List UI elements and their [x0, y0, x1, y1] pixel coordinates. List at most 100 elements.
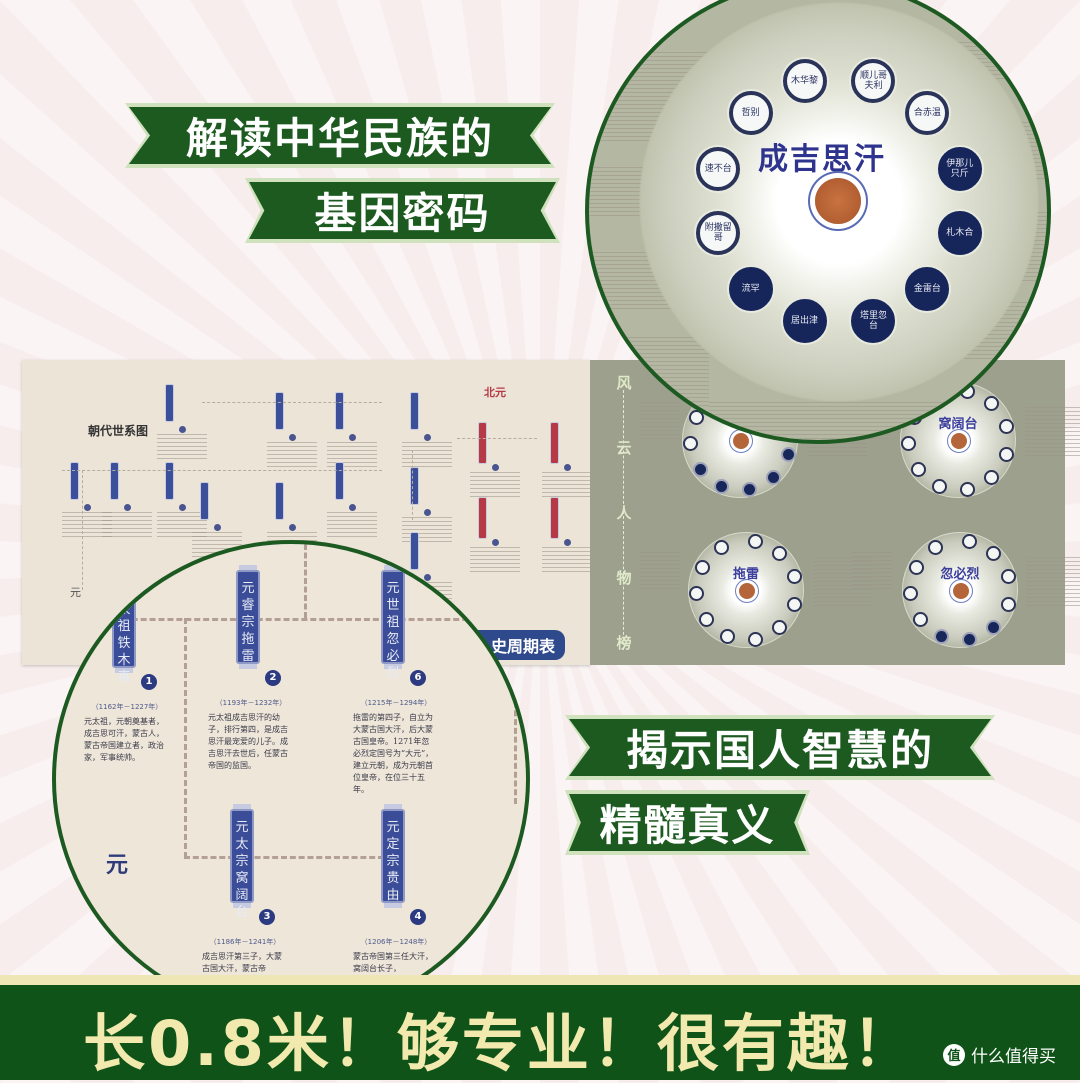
ruler-number-dot — [214, 524, 221, 531]
figure-node — [986, 620, 1002, 636]
ruler-tab — [275, 392, 284, 430]
ruler-tab — [335, 392, 344, 430]
ruler-description — [327, 512, 377, 538]
lineage-connector — [412, 450, 413, 520]
ruler-number-dot — [349, 504, 356, 511]
ring-figure-node: 哲别 — [728, 90, 773, 135]
ruler-description — [542, 547, 592, 573]
figure-node — [903, 586, 919, 602]
figure-node — [1001, 569, 1017, 585]
ring-figure-node: 合赤温 — [905, 90, 950, 135]
figure-node — [714, 539, 729, 555]
ruler-tab — [275, 482, 284, 520]
ruler-number-dot — [424, 509, 431, 516]
ring-figure-node: 附撒留哥 — [696, 211, 741, 256]
ruler-description — [402, 442, 452, 468]
ruler-tab — [410, 467, 419, 505]
ruler-description — [470, 472, 520, 498]
wheel-figure-name: 忽必烈 — [940, 567, 980, 582]
headline-text: 精髓真义 — [569, 794, 806, 851]
ruler-years: （1186年－1241年） — [209, 938, 281, 946]
headline-ribbon-4: 精髓真义 — [565, 790, 810, 855]
ruler-title-tab: 元睿宗拖雷 — [236, 570, 260, 664]
ruler-number-dot — [124, 504, 131, 511]
yuan-dynasty-label: 元 — [106, 853, 129, 878]
figure-node — [934, 629, 950, 645]
lineage-connector — [62, 470, 382, 471]
yuan-label: 元 — [70, 586, 81, 599]
ruler-tab — [478, 422, 487, 464]
vertical-title-char: 物 — [616, 569, 632, 587]
wheel-figure-name: 拖雷 — [732, 567, 759, 582]
dashed-connector — [96, 618, 486, 621]
ruler-number-badge: 2 — [265, 670, 281, 686]
zhi-logo-icon: 值 — [943, 1043, 965, 1066]
ruler-tab — [165, 384, 174, 422]
ruler-number-dot — [424, 434, 431, 441]
history-periodic-table-badge: 史周期表 — [477, 630, 566, 660]
figure-node — [747, 632, 763, 648]
figure-node — [692, 462, 708, 478]
figure-node — [912, 612, 928, 628]
ruler-tab — [550, 497, 559, 539]
figure-wheel: 拖雷 — [688, 532, 804, 648]
headline-ribbon-1: 解读中华民族的 — [125, 103, 555, 168]
ruler-years: （1162年－1227年） — [91, 703, 163, 711]
figure-node — [714, 479, 730, 495]
ruler-number-dot — [179, 426, 186, 433]
ruler-number-dot — [564, 464, 571, 471]
ring-figure-node: 速不台 — [696, 146, 741, 191]
headline-ribbon-3: 揭示国人智慧的 — [565, 715, 995, 780]
ruler-description: 元太祖成吉思汗的幼子，排行第四，是成吉思汗最宠爱的儿子。成吉思汗去世后，任蒙古帝… — [208, 713, 288, 770]
ruler-description: 成吉思汗第三子，大蒙古国大汗，蒙古帝 — [202, 952, 282, 973]
figure-node — [928, 539, 943, 555]
ruler-description: 拖雷的第四子，自立为大蒙古国大汗，后大蒙古国皇帝。1271年忽必烈定国号为“大元… — [353, 713, 434, 794]
northern-yuan-label: 北元 — [484, 386, 506, 399]
vertical-title-char: 榜 — [616, 634, 632, 652]
ruler-tab — [550, 422, 559, 464]
lineage-connector — [82, 470, 83, 590]
figure-node — [688, 409, 704, 425]
ruler-description — [542, 472, 592, 498]
ring-figure-node: 木华黎 — [782, 58, 827, 103]
slogan-text: 长0.8米！够专业！很有趣！ — [83, 1007, 917, 1080]
text-block — [640, 552, 680, 592]
figure-node — [999, 419, 1015, 435]
ruler-number-dot — [289, 434, 296, 441]
portrait-dot — [739, 583, 755, 599]
figure-node — [741, 482, 757, 498]
portrait-genghis-khan — [815, 178, 861, 224]
ruler-description — [157, 434, 207, 460]
ruler-tab — [70, 462, 79, 500]
vertical-title-char: 人 — [616, 504, 632, 522]
text-block — [852, 552, 892, 592]
ring-figure-node: 伊那儿只斤 — [937, 146, 982, 191]
ruler-tab — [165, 462, 174, 500]
ring-figure-node: 流罕 — [728, 267, 773, 312]
ruler-years: （1206年－1248年） — [360, 938, 432, 946]
headline-text: 基因密码 — [249, 182, 556, 239]
figure-node — [694, 559, 710, 575]
ruler-tab — [200, 482, 209, 520]
figure-node — [766, 470, 782, 486]
ruler-description — [470, 547, 520, 573]
portrait-dot — [953, 583, 969, 599]
ruler-number-dot — [492, 539, 499, 546]
ruler-description: 元太祖，元朝奠基者，成吉思可汗，蒙古人，蒙古帝国建立者，政治家，军事统帅。 — [84, 717, 164, 762]
vertical-divider — [623, 390, 624, 650]
vertical-title-char: 云 — [616, 439, 632, 457]
ruler-years: （1215年－1294年） — [360, 699, 432, 707]
center-figure-name: 成吉思汗 — [758, 142, 886, 177]
figure-node — [986, 545, 1002, 561]
ruler-number-badge: 3 — [259, 909, 275, 925]
dashed-connector — [514, 684, 517, 804]
watermark-text: 什么值得买 — [971, 1047, 1056, 1067]
ruler-title-tab: 元太祖铁木真 — [112, 574, 136, 685]
ruler-title-tab: 元定宗贵由 — [381, 809, 405, 903]
figure-node — [787, 596, 803, 612]
ring-figure-node: 金雷台 — [905, 267, 950, 312]
ring-figure-node: 塔里忽台 — [851, 299, 896, 344]
ruler-tab — [410, 532, 419, 570]
ruler-description: 蒙古帝国第三任大汗，窝阔台长子， — [353, 952, 433, 973]
